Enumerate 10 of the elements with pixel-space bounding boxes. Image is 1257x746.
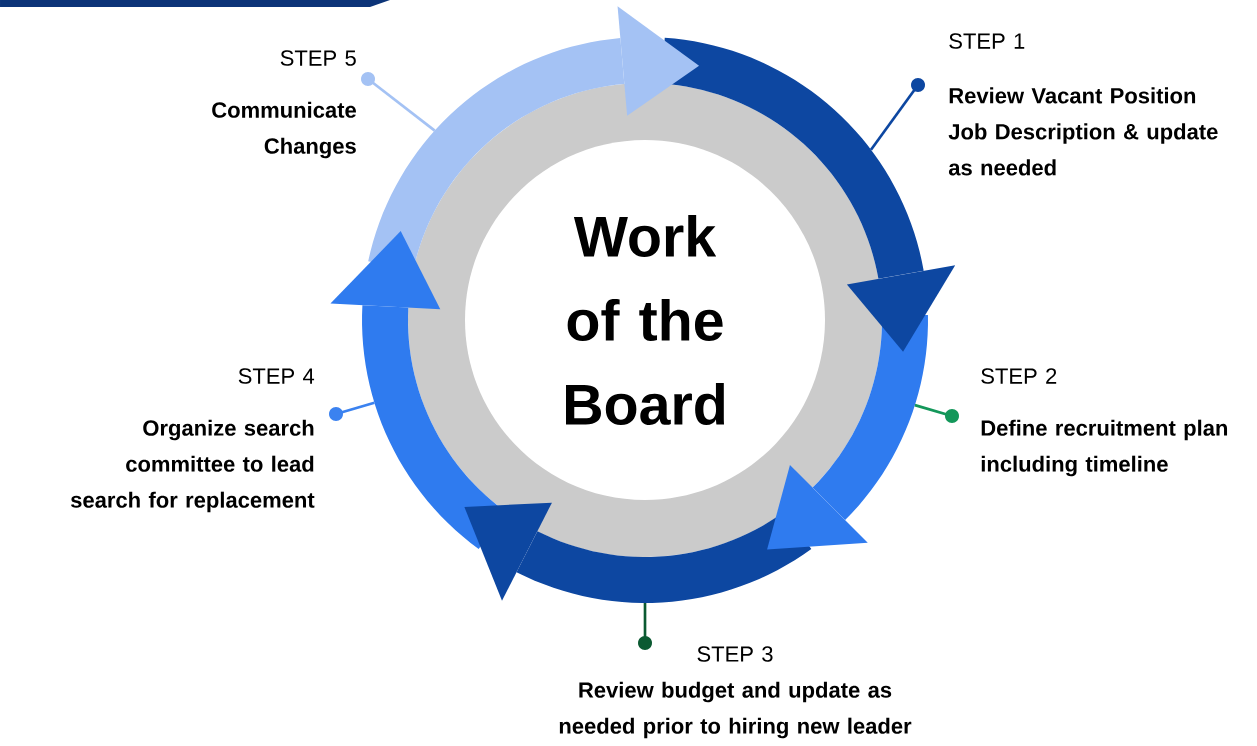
step-text: STEP 3 Review budget and update as needed prior to hiring new leader <box>559 646 912 739</box>
step-text: STEP 1 Review Vacant Position Job Description & update as needed <box>948 33 1218 176</box>
leader-line <box>329 401 375 421</box>
step-text: STEP 5 Communicate Changes <box>212 50 356 159</box>
step-text: STEP 2 Define recruitment plan including timeline <box>981 368 1228 477</box>
leader-line <box>914 403 959 423</box>
leader-line <box>361 72 436 132</box>
step-text: STEP 4 Organize search committee to lead search for replacement <box>70 368 315 513</box>
leader-line <box>638 603 652 650</box>
leader-line <box>869 78 925 151</box>
